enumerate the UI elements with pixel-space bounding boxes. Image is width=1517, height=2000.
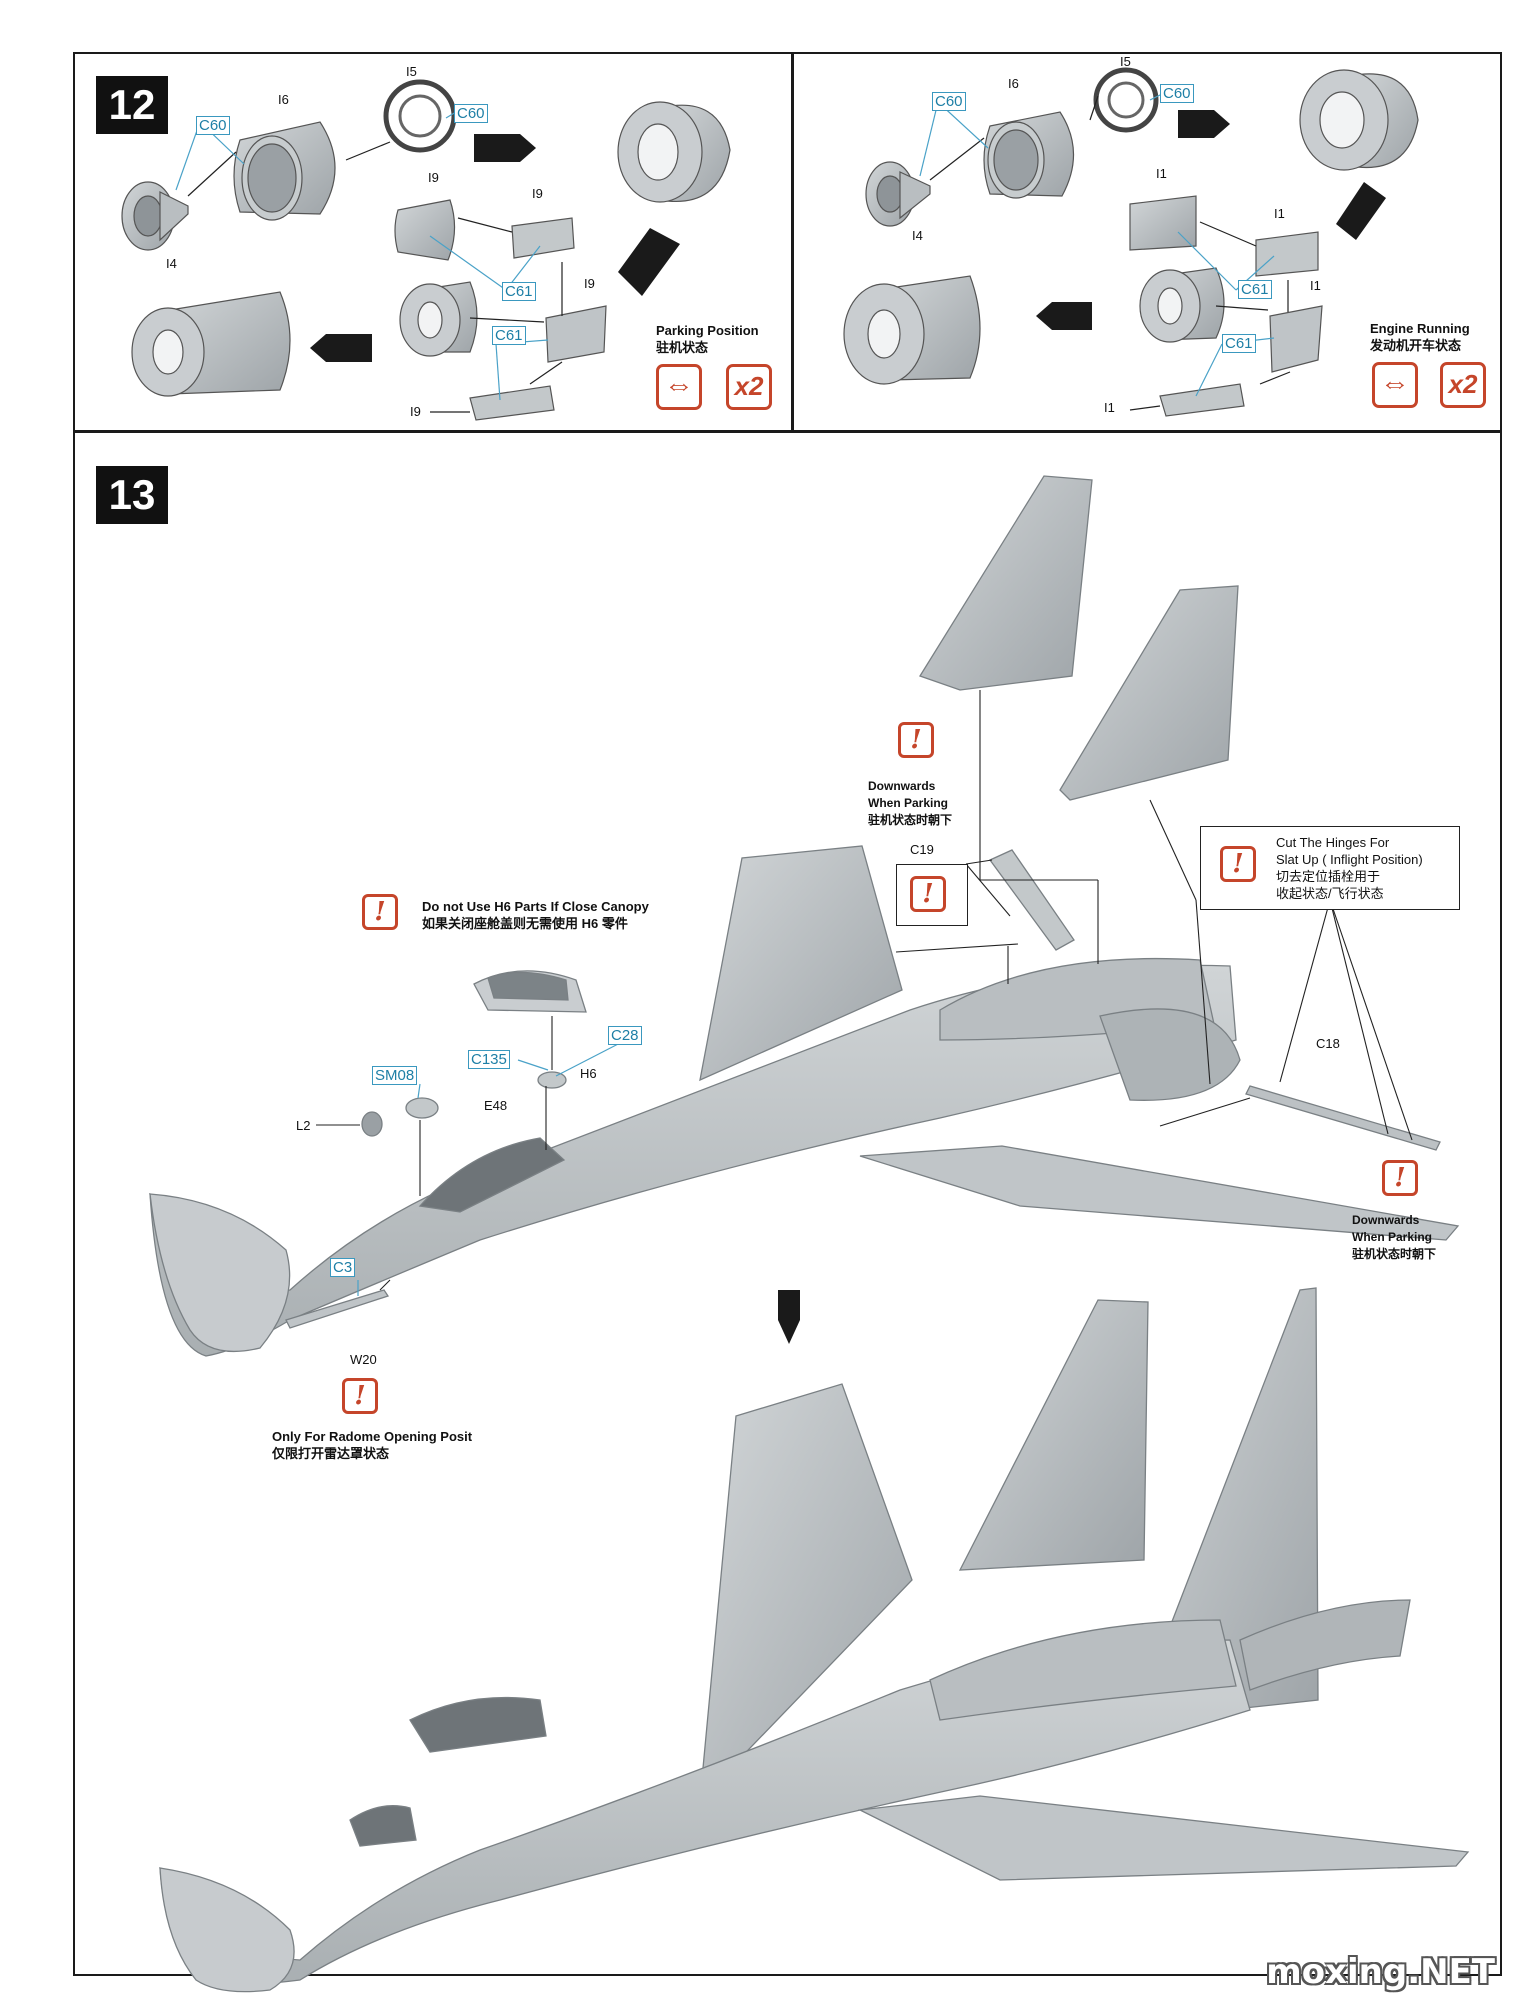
part-label-w20: W20 [350,1352,377,1367]
part-label-i9: I9 [428,170,439,185]
part-label-i1: I1 [1274,206,1285,221]
flow-arrows-left [310,134,680,362]
warning-icon: ! [910,876,946,912]
nozzle-parking-group [121,79,731,421]
nozzle-running-group [843,67,1419,417]
part-label-i5: I5 [406,64,417,79]
part-label-e48: E48 [484,1098,508,1113]
quantity-badge: x2 [1440,362,1486,408]
part-label-i6: I6 [278,92,289,107]
part-label-l2: L2 [296,1118,311,1133]
note-en-line2: When Parking [868,796,949,810]
both-sides-icon: ⇔ [656,364,702,410]
parking-position-caption: Parking Position 驻机状态 [656,322,759,356]
part-label-i6: I6 [1008,76,1019,91]
step12-number: 12 [96,76,168,134]
part-callout-c28: C28 [608,1026,642,1045]
part-callout-c60: C60 [1160,84,1194,103]
part-label-i5: I5 [1120,54,1131,69]
aircraft-exploded [149,475,1460,1357]
warning-icon: ! [898,722,934,758]
caption-en: Parking Position [656,323,759,338]
part-callout-lines-13 [357,1041,623,1296]
warning-icon: ! [1382,1160,1418,1196]
warning-icon: ! [1220,846,1256,882]
aircraft-assembled [159,1287,1470,1993]
note-en-line2: Slat Up ( Inflight Position) [1276,852,1423,867]
note-zh: 驻机状态时朝下 [868,813,953,827]
engine-running-caption: Engine Running 发动机开车状态 [1370,320,1470,354]
part-callout-c61: C61 [502,282,536,301]
caption-zh: 发动机开车状态 [1370,338,1462,353]
part-callout-c135: C135 [468,1050,510,1069]
note-en-line1: Downwards [1352,1213,1420,1227]
part-callout-c61: C61 [492,326,526,345]
part-label-h6: H6 [580,1066,597,1081]
caption-zh: 驻机状态 [656,340,709,355]
warning-icon: ! [362,894,398,930]
quantity-badge: x2 [726,364,772,410]
tail-downwards-note: Downwards When Parking 驻机状态时朝下 [868,778,952,829]
note-zh: 仅限打开雷达罩状态 [272,1446,390,1461]
canopy-note: Do not Use H6 Parts If Close Canopy 如果关闭… [422,898,649,932]
note-en-line1: Cut The Hinges For [1276,835,1390,850]
note-zh-line1: 切去定位插栓用于 [1276,869,1381,884]
caption-en: Engine Running [1370,321,1470,336]
note-en: Do not Use H6 Parts If Close Canopy [422,899,649,914]
part-label-c18: C18 [1316,1036,1340,1051]
step-arrow-down [778,1290,800,1344]
both-sides-icon: ⇔ [1372,362,1418,408]
part-label-i9: I9 [410,404,421,419]
part-callout-c61: C61 [1238,280,1272,299]
part-callout-c60: C60 [196,116,230,135]
assembly-lines-13 [316,690,1413,1291]
part-callout-sm08: SM08 [372,1066,418,1085]
note-zh: 如果关闭座舱盖则无需使用 H6 零件 [422,916,628,931]
part-label-i9: I9 [532,186,543,201]
part-label-c19: C19 [910,842,934,857]
warning-icon: ! [342,1378,378,1414]
radome-note: Only For Radome Opening Posit 仅限打开雷达罩状态 [272,1428,472,1462]
note-en-line2: When Parking [1352,1230,1433,1244]
slat-hinge-note: Cut The Hinges For Slat Up ( Inflight Po… [1276,834,1423,902]
part-label-i1: I1 [1156,166,1167,181]
part-label-i1: I1 [1104,400,1115,415]
part-label-i1: I1 [1310,278,1321,293]
step13-number: 13 [96,466,168,524]
wing-downwards-note: Downwards When Parking 驻机状态时朝下 [1352,1212,1436,1263]
part-label-i9: I9 [584,276,595,291]
part-label-i4: I4 [166,256,177,271]
part-callout-c60: C60 [454,104,488,123]
flow-arrows-right [1036,110,1386,330]
site-watermark: moxing.NET [1266,1952,1495,1992]
note-en-line1: Downwards [868,779,936,793]
part-callout-c60: C60 [932,92,966,111]
note-en: Only For Radome Opening Posit [272,1429,473,1444]
part-callout-c3: C3 [330,1258,356,1277]
note-zh: 驻机状态时朝下 [1352,1247,1437,1261]
note-zh-line2: 收起状态/飞行状态 [1276,886,1384,901]
part-label-i4: I4 [912,228,923,243]
step13-panel [73,431,1502,1976]
part-callout-c61: C61 [1222,334,1256,353]
